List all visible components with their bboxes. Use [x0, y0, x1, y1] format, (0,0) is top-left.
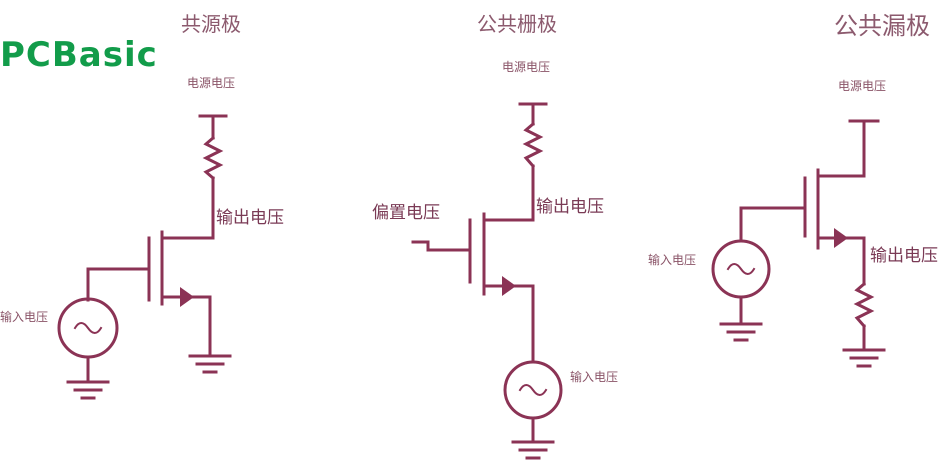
cg-supply-label: 电源电压	[502, 60, 551, 74]
cd-input-ground	[719, 322, 763, 342]
cd-drain-wire	[816, 174, 866, 188]
cs-output-label: 输出电压	[216, 208, 284, 228]
cg-bias-wire	[411, 240, 472, 252]
cd-gate-wire	[739, 206, 807, 243]
common-source-title: 共源极	[181, 12, 241, 36]
cs-drain-resistor	[202, 135, 224, 181]
cs-source-arrow	[180, 287, 194, 307]
cd-source-arrow	[834, 228, 848, 248]
cg-ac-sine	[518, 384, 548, 396]
cs-output-ground	[188, 354, 232, 374]
cd-supply-label: 电源电压	[838, 79, 887, 93]
cg-source-arrow	[502, 276, 516, 296]
cg-mosfet	[468, 212, 535, 296]
cd-supply-rail	[848, 119, 880, 178]
cg-ground	[511, 440, 555, 460]
cd-output-label: 输出电压	[870, 246, 938, 266]
cg-output-label: 输出电压	[536, 197, 604, 217]
cs-mosfet	[147, 230, 212, 306]
cd-output-ground	[842, 348, 886, 368]
cd-source-resistor	[853, 281, 875, 329]
pcbasic-logo: PCBasic	[0, 35, 158, 75]
cs-supply-rail	[198, 114, 228, 140]
common-gate-title: 公共栅极	[477, 12, 557, 36]
cd-input-label: 输入电压	[648, 253, 697, 267]
cs-input-label: 输入电压	[0, 310, 49, 324]
cg-drain-resistor	[522, 121, 544, 169]
cs-supply-label: 电源电压	[187, 76, 236, 90]
cs-ac-sine	[73, 322, 103, 334]
cg-supply-rail	[518, 102, 548, 126]
cg-bias-label: 偏置电压	[372, 203, 440, 223]
common-drain-title: 公共漏极	[834, 12, 930, 40]
cd-ac-sine	[726, 263, 756, 275]
cs-gate-wire	[86, 267, 151, 302]
cg-drain-wire	[482, 164, 535, 222]
cs-input-ground	[66, 380, 110, 400]
cg-input-label: 输入电压	[570, 370, 619, 384]
cs-drain-wire	[160, 176, 215, 250]
